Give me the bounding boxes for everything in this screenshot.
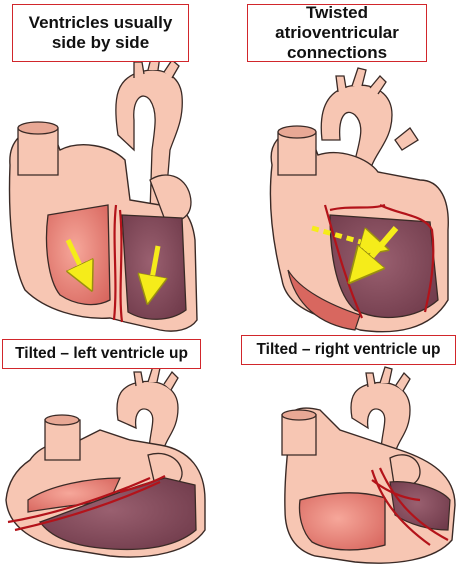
label-tilted-left: Tilted – left ventricle up	[2, 339, 201, 369]
label-side-by-side-text: Ventricles usually side by side	[28, 12, 173, 52]
label-twisted: Twisted atrioventricular connections	[247, 2, 427, 63]
coronary-vessels	[370, 467, 449, 546]
flow-arrow-solid	[360, 226, 399, 270]
vena-cava	[17, 127, 59, 176]
coronary-vessels	[7, 475, 166, 532]
label-tilted-right-text: Tilted – right ventricle up	[256, 340, 441, 358]
coronary-vessels	[323, 203, 435, 319]
right-ventricle	[287, 269, 361, 331]
right-ventricle	[298, 492, 386, 551]
arch-branches	[133, 365, 179, 391]
arch-branches	[365, 366, 411, 392]
label-tilted-right: Tilted – right ventricle up	[241, 335, 456, 365]
heart-side-by-side	[8, 53, 198, 332]
flow-arrow-dashed	[311, 225, 375, 246]
flow-arrow-right	[65, 238, 86, 278]
right-ventricle	[45, 204, 111, 306]
coronary-vessels	[112, 204, 124, 323]
left-ventricle	[389, 481, 451, 531]
vena-cava	[44, 419, 81, 461]
label-twisted-text: Twisted atrioventricular connections	[275, 2, 399, 63]
heart-tilted-right	[281, 366, 456, 564]
left-ventricle	[38, 477, 197, 551]
heart-tilted-left	[5, 365, 206, 558]
heart-twisted	[269, 67, 449, 333]
label-side-by-side: Ventricles usually side by side	[12, 4, 189, 62]
arch-branches	[335, 67, 387, 95]
vena-cava	[281, 414, 317, 456]
flow-arrow-left	[150, 245, 158, 290]
label-tilted-left-text: Tilted – left ventricle up	[15, 344, 188, 362]
